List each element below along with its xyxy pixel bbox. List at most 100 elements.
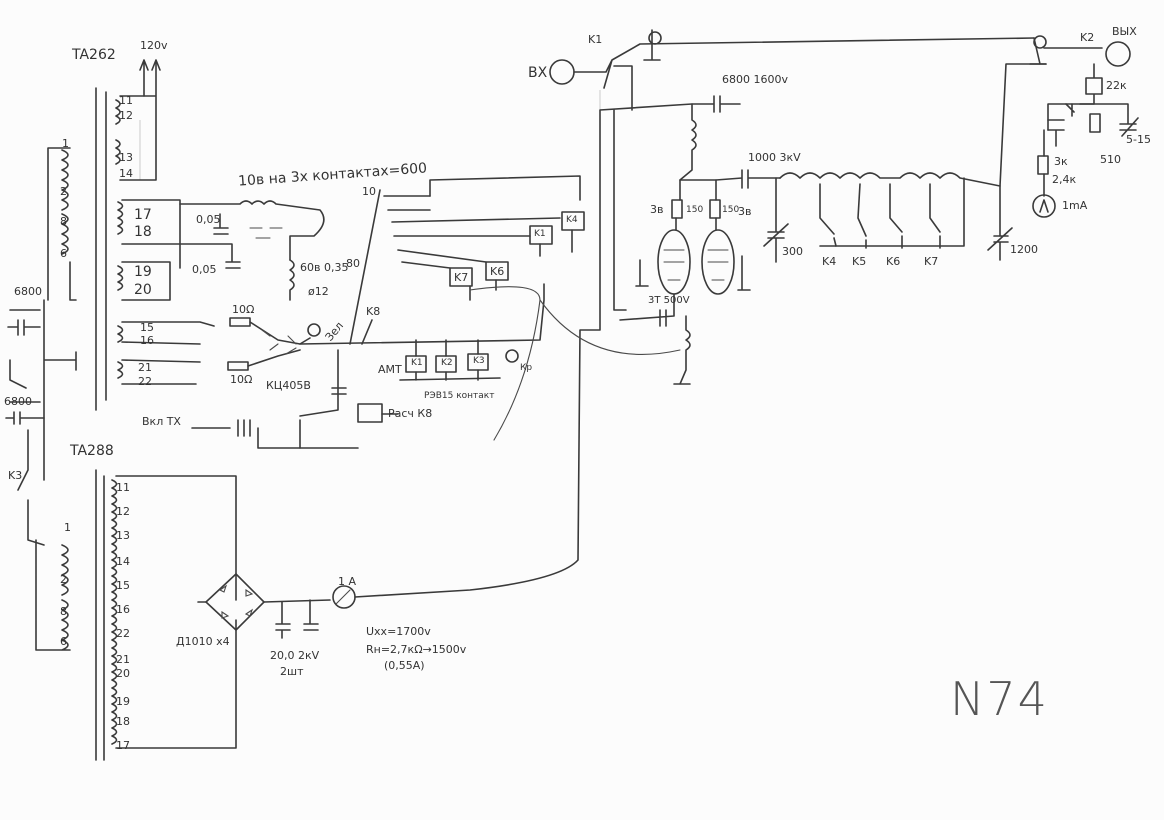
relay-small-wiring [399, 339, 501, 381]
winding-17-18 [117, 201, 124, 235]
label-d12: ø12 [308, 285, 329, 298]
label-r10-a: 10Ω [232, 303, 255, 316]
cathode-network [619, 293, 691, 385]
label-10: 10 [362, 185, 376, 198]
label-rn: Rн=2,7кΩ→1500v [366, 643, 467, 656]
relay-wiring [349, 189, 573, 345]
pin-b-13: 13 [116, 529, 130, 542]
tube-2 [701, 229, 735, 295]
label-r10-b: 10Ω [230, 373, 253, 386]
winding-15-22-leads [121, 321, 215, 385]
label-c005-a: 0,05 [196, 213, 221, 226]
pin-11: 11 [119, 94, 133, 107]
winding-19-20 [117, 265, 124, 291]
coil-taps-k4-k7 [819, 183, 941, 249]
label-rx-tx: Вкл ТХ [142, 415, 181, 428]
relay-k8-wiring [299, 413, 399, 449]
bridge-diodes [218, 584, 254, 619]
arrows-120v [139, 59, 161, 97]
label-c1200: 1200 [1010, 243, 1038, 256]
lamp-kr [505, 349, 519, 363]
k1-node [648, 31, 662, 45]
relay-k4 [561, 211, 585, 231]
pin-13: 13 [119, 151, 133, 164]
label-3v-a: 3в [650, 203, 664, 216]
label-c005-b: 0,05 [192, 263, 217, 276]
label-c300: 300 [782, 245, 803, 258]
primary-feed [43, 299, 77, 481]
rx-tx-input [191, 419, 301, 449]
primary-top-2: 2 [60, 185, 67, 198]
control-bus [299, 283, 545, 345]
label-k1-relay: K1 [534, 229, 546, 239]
small-diodes [261, 329, 297, 355]
tube-electrodes [663, 249, 729, 281]
label-bridge: Д1010 х4 [176, 635, 230, 648]
pin-b-21: 21 [116, 653, 130, 666]
tap-return [819, 177, 965, 247]
pin-b-16: 16 [116, 603, 130, 616]
tube-heaters [635, 255, 751, 291]
label-r510: 510 [1100, 153, 1121, 166]
label-k7: K7 [454, 271, 469, 284]
r-10ohm-a [229, 317, 251, 327]
r-510 [1089, 113, 1101, 133]
label-relays-note: РЭВ15 контакт [424, 391, 495, 401]
label-80: 80 [346, 257, 360, 270]
pin-21: 21 [138, 361, 152, 374]
pin-b-18: 18 [116, 715, 130, 728]
label-kr: Кр [520, 363, 533, 373]
label-amt: АМТ [378, 363, 402, 376]
output-feed [999, 63, 1047, 187]
switch-k8 [361, 319, 373, 345]
label-k1-small: K1 [411, 358, 423, 368]
meter-1ma-arrow [1039, 199, 1049, 213]
input-feed [613, 109, 627, 311]
primary-bottom [35, 539, 71, 651]
pin-16: 16 [140, 334, 154, 347]
filament-lc [179, 200, 325, 261]
c-1000-3kv [715, 169, 781, 189]
k2-node [1033, 35, 1047, 49]
pin-19: 19 [134, 264, 152, 280]
r-22k [1047, 63, 1103, 131]
connector-vx [549, 59, 575, 85]
primary-top-1: 1 [62, 137, 69, 150]
label-k7-out: K7 [924, 255, 939, 268]
label-r150-b: 150 [722, 205, 740, 215]
label-k8-switch: K8 [366, 305, 381, 318]
label-c6800-1600: 6800 1600v [722, 73, 788, 86]
pin-b-14: 14 [116, 555, 130, 568]
lamp-zel [307, 323, 321, 337]
pin-b-19: 19 [116, 695, 130, 708]
label-uxx: Uхх=1700v [366, 625, 431, 638]
r-2-4k [1037, 155, 1049, 175]
ta288-secondary [111, 479, 118, 745]
label-k3-small: K3 [473, 356, 485, 366]
c-1200-load [987, 227, 1013, 261]
cap-6800-a [7, 309, 41, 336]
link-curve [469, 286, 541, 441]
label-k1: K1 [588, 33, 603, 46]
bridge-rectifier [205, 573, 265, 631]
label-c6800-a: 6800 [14, 285, 42, 298]
label-k6-out: K6 [886, 255, 901, 268]
primary-bottom-6: 6 [60, 635, 67, 648]
ta288-leads [115, 475, 237, 749]
winding-15-22 [117, 325, 124, 379]
meter-1ma [1032, 194, 1056, 218]
filament-dashes [249, 227, 283, 239]
winding-11-14-leads [119, 61, 157, 181]
label-k3: K3 [8, 469, 23, 482]
plug-top [9, 359, 27, 389]
label-60v: 60в 0,35 [300, 261, 349, 274]
winding-11-14 [115, 99, 121, 165]
primary-top [47, 147, 77, 301]
pin-18: 18 [134, 224, 152, 240]
label-r3k: 3к [1054, 155, 1068, 168]
label-3v-b: 3в [738, 205, 752, 218]
r-150-a [671, 199, 683, 219]
label-3t-500v: 3Т 500V [648, 295, 690, 306]
r-10ohm-b [227, 361, 249, 371]
ammeter-needle [335, 589, 351, 605]
